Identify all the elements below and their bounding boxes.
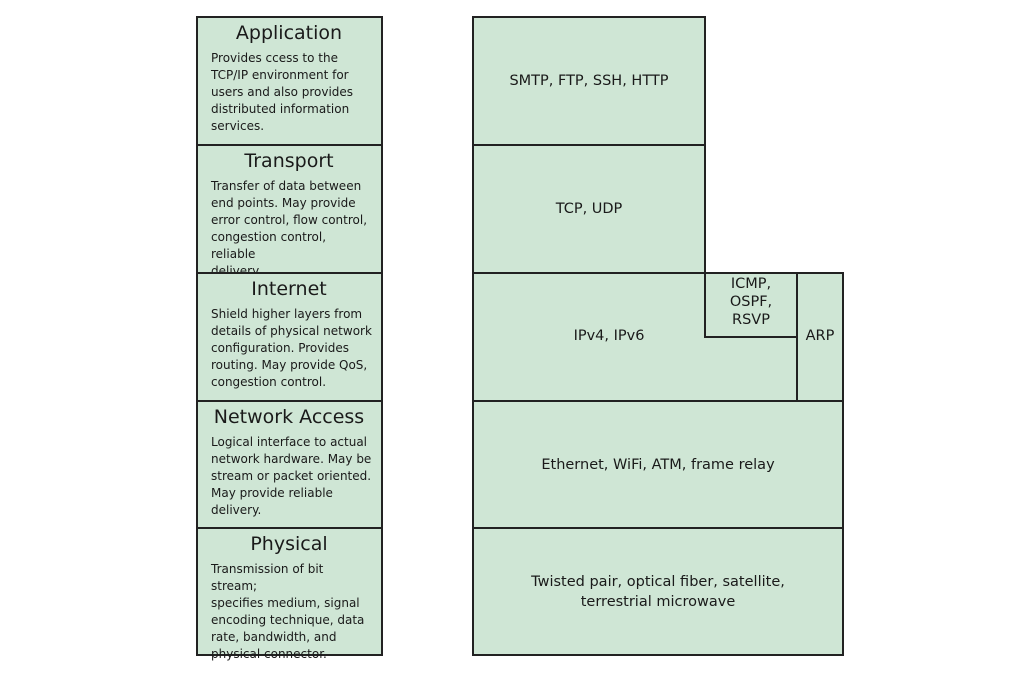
layer-physical: Physical Transmission of bit stream; spe… <box>196 527 383 661</box>
layer-description: Transfer of data between end points. May… <box>211 179 368 278</box>
protocol-label-arp: ARP <box>805 328 835 344</box>
protocol-label-icmp: ICMP, OSPF, RSVP <box>729 276 773 328</box>
layer-description: Provides ccess to the TCP/IP environment… <box>211 51 354 133</box>
protocol-label: SMTP, FTP, SSH, HTTP <box>509 73 669 89</box>
layer-title: Physical <box>250 533 328 555</box>
protocol-label: TCP, UDP <box>555 201 623 217</box>
protocol-label: Ethernet, WiFi, ATM, frame relay <box>541 456 775 473</box>
divider-icmp-bottom <box>704 336 798 338</box>
layer-description: Logical interface to actual network hard… <box>211 435 372 517</box>
layer-title: Transport <box>244 150 334 172</box>
layer-title: Application <box>235 22 343 44</box>
layer-network-access: Network Access Logical interface to actu… <box>196 400 383 529</box>
layer-title: Internet <box>251 278 327 300</box>
layer-application: Application Provides ccess to the TCP/IP… <box>196 16 383 146</box>
protocol-label-ip: IPv4, IPv6 <box>573 328 645 344</box>
layer-description: Transmission of bit stream; specifies me… <box>211 562 365 661</box>
protocol-application: SMTP, FTP, SSH, HTTP <box>472 16 706 146</box>
layer-transport: Transport Transfer of data between end p… <box>196 144 383 278</box>
divider-arp-left <box>796 273 798 401</box>
divider-icmp-left <box>704 273 706 338</box>
protocol-label: Twisted pair, optical fiber, satellite, … <box>531 573 785 610</box>
layer-description: Shield higher layers from details of phy… <box>211 307 372 389</box>
layer-title: Network Access <box>213 406 365 428</box>
protocol-physical: Twisted pair, optical fiber, satellite, … <box>472 527 844 656</box>
layer-internet: Internet Shield higher layers from detai… <box>196 272 383 402</box>
protocol-network-access: Ethernet, WiFi, ATM, frame relay <box>472 400 844 529</box>
protocol-transport: TCP, UDP <box>472 144 706 274</box>
